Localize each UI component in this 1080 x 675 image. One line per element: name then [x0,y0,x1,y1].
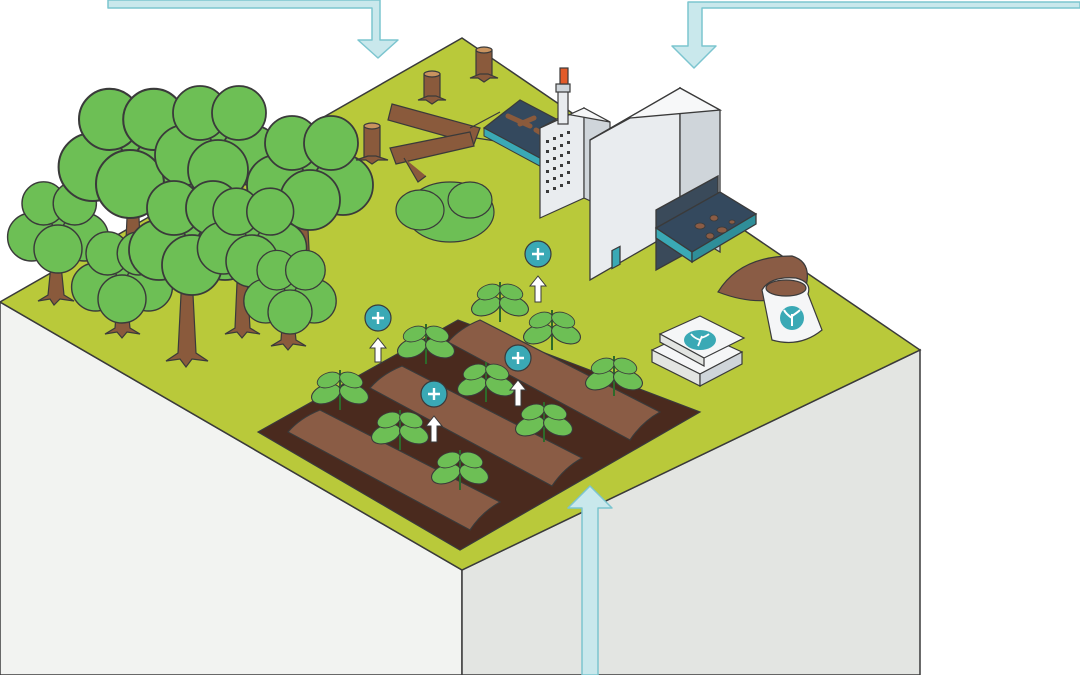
arrow-down-icon [671,1,1080,69]
sprout-emblem-icon [684,330,716,350]
pyrolysis-machine [589,86,758,282]
biochar-pieces [694,214,736,240]
chimney [557,89,569,125]
growth-marker [504,344,532,407]
warning-light [559,67,569,85]
biochar-bags-stacked [650,315,746,387]
crop-plant [468,280,532,322]
sprout-emblem-icon [780,306,804,330]
growth-markers [364,240,552,443]
crop-plant [582,354,646,396]
arrow-up-icon [528,275,548,303]
crop-plant [520,308,584,350]
bush [395,181,495,243]
fallen-log [389,131,475,183]
crop-plant [512,400,576,442]
crop-plant [428,448,492,490]
stump [417,70,447,105]
arrow-up-icon [567,485,613,675]
arrow-up-icon [368,337,388,363]
crop-plants [308,280,646,490]
growth-marker [524,240,552,303]
vent-grid [546,131,570,193]
stump [355,122,389,165]
arrow-up-icon [508,379,528,407]
stump [469,46,499,83]
forest [6,85,374,368]
cleared-area [355,46,503,183]
status-strip [611,245,621,270]
crop-plant [308,368,372,410]
crop-plant [454,360,518,402]
flow-arrows [107,0,1080,675]
arrow-down-icon [107,0,399,59]
growth-marker [420,380,448,443]
biochar-bag-upright [761,277,823,343]
growth-marker [364,304,392,363]
arrow-up-icon [424,415,444,443]
crop-plant [368,408,432,450]
crop-plant [394,322,458,364]
